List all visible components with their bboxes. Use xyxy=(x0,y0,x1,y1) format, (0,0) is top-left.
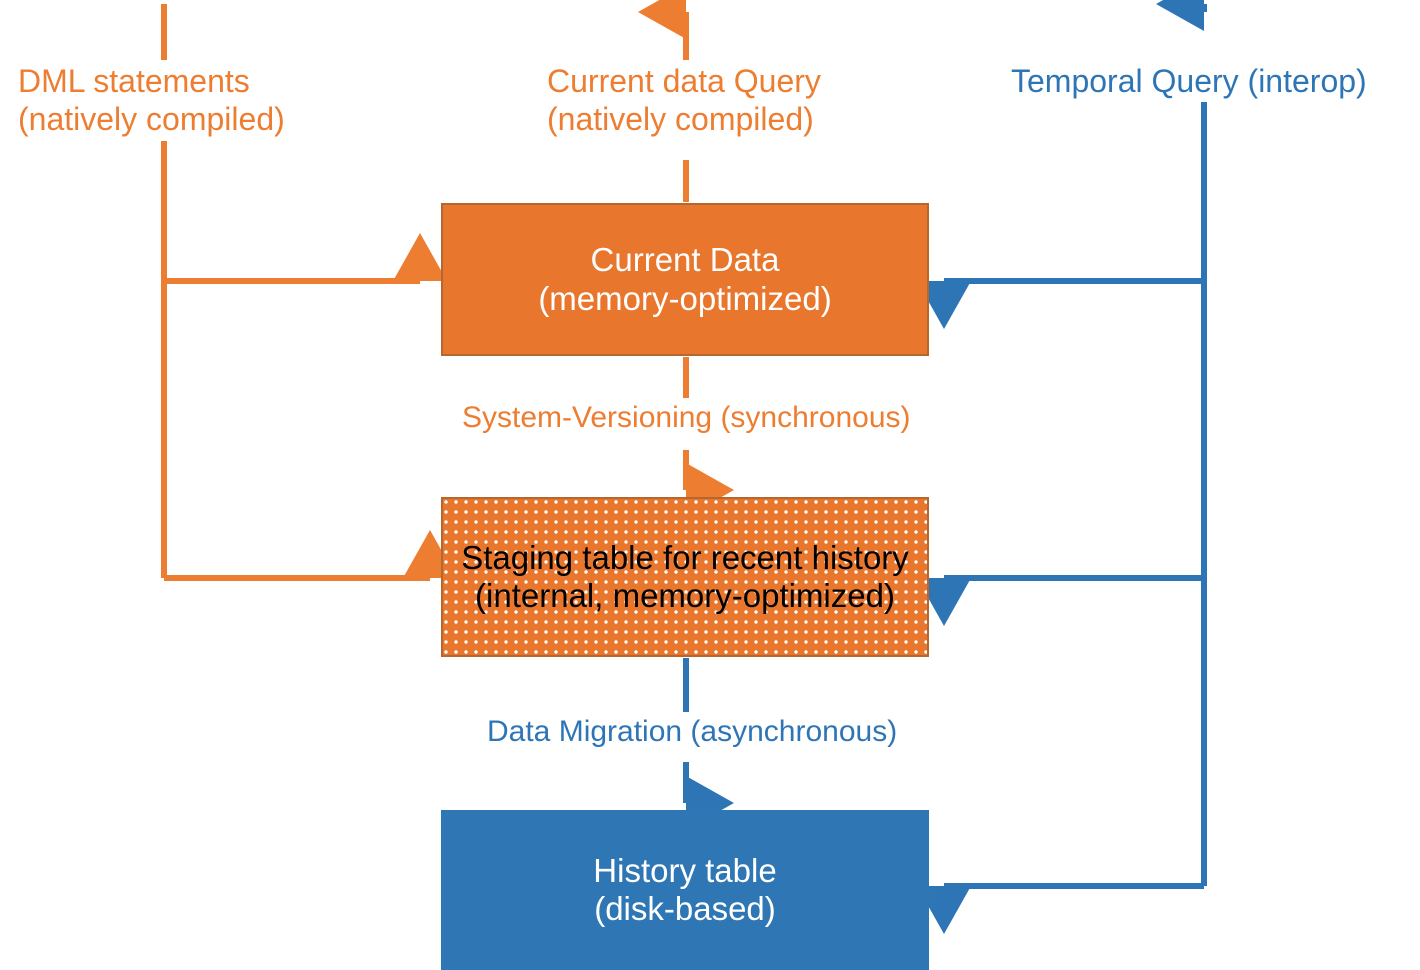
node-current-data[interactable]: Current Data (memory-optimized) xyxy=(441,203,929,356)
node-staging-table-label: Staging table for recent history (intern… xyxy=(461,538,909,614)
edge-label-system-versioning: System-Versioning (synchronous) xyxy=(452,398,921,438)
edge-label-current-data-query: Current data Query (natively compiled) xyxy=(539,60,829,141)
node-staging-table[interactable]: Staging table for recent history (intern… xyxy=(441,497,929,657)
node-history-table[interactable]: History table (disk-based) xyxy=(441,810,929,970)
connector-temporal-query xyxy=(917,0,1207,934)
edge-label-data-migration: Data Migration (asynchronous) xyxy=(477,712,908,752)
edge-label-dml-statements: DML statements (natively compiled) xyxy=(18,60,291,141)
node-history-table-label: History table (disk-based) xyxy=(593,851,777,927)
edge-label-temporal-query: Temporal Query (interop) xyxy=(1003,60,1375,103)
node-current-data-label: Current Data (memory-optimized) xyxy=(538,241,832,317)
